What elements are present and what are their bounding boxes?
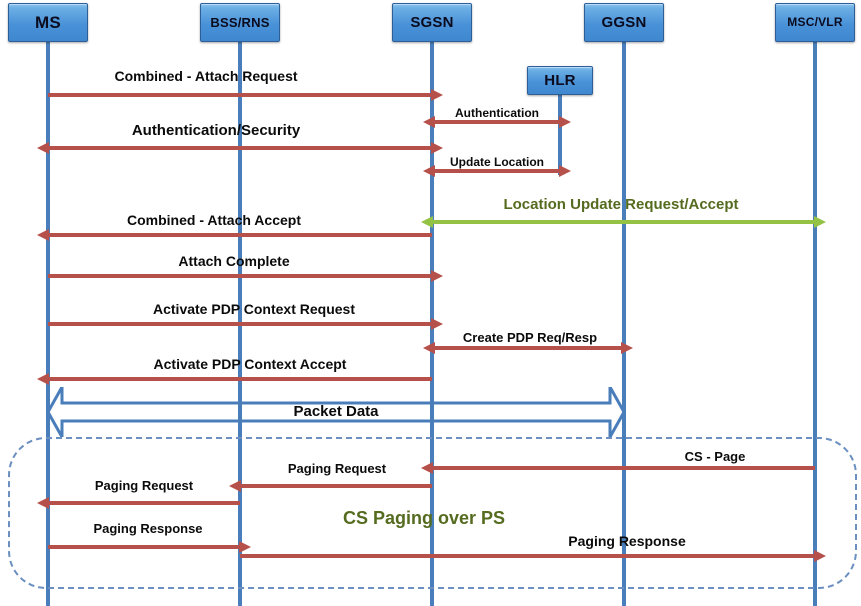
arrowhead-left-icon xyxy=(37,373,49,385)
arrowhead-left-icon xyxy=(423,342,435,354)
packet-data-label: Packet Data xyxy=(293,403,379,420)
message-label-activate-pdp-ctx-accept: Activate PDP Context Accept xyxy=(153,356,347,372)
arrowhead-left-icon xyxy=(37,497,49,509)
arrowhead-right-icon xyxy=(431,270,443,282)
message-label-paging-response-ms-bss: Paging Response xyxy=(93,521,203,536)
node-box-mscvlr[interactable]: MSC/VLR xyxy=(775,3,855,42)
message-label-attach-complete: Attach Complete xyxy=(178,253,290,269)
arrowhead-right-icon xyxy=(431,318,443,330)
lifeline-mscvlr xyxy=(813,42,817,606)
node-label-bssrns: BSS/RNS xyxy=(210,14,270,30)
node-label-mscvlr: MSC/VLR xyxy=(787,15,843,30)
node-box-ggsn[interactable]: GGSN xyxy=(584,3,664,42)
lifeline-hlr xyxy=(558,95,562,175)
packet-data-block-arrow xyxy=(48,387,624,437)
message-arrow-paging-response-ms-bss xyxy=(48,541,251,553)
message-arrow-authentication-security xyxy=(37,142,443,154)
node-label-hlr: HLR xyxy=(544,71,576,89)
lifeline-ggsn xyxy=(622,42,626,606)
arrowhead-left-icon xyxy=(37,142,49,154)
cs-paging-region-label: CS Paging over PS xyxy=(342,508,506,528)
message-arrow-authentication xyxy=(423,116,571,128)
message-arrow-create-pdp-req-resp xyxy=(423,342,633,354)
message-arrow-paging-request-sgsn-bss xyxy=(229,480,432,492)
message-label-paging-request-bss-ms: Paging Request xyxy=(94,478,194,493)
message-label-paging-response-bss-msc: Paging Response xyxy=(568,533,686,549)
message-arrow-cs-page xyxy=(421,462,815,474)
node-label-sgsn: SGSN xyxy=(410,13,454,31)
message-label-authentication-security: Authentication/Security xyxy=(131,122,301,139)
message-label-location-update-req-acc: Location Update Request/Accept xyxy=(503,196,739,213)
arrowhead-left-icon xyxy=(37,229,49,241)
arrowhead-right-icon xyxy=(559,165,571,177)
node-box-ms[interactable]: MS xyxy=(8,3,88,42)
node-label-ggsn: GGSN xyxy=(601,13,647,31)
node-box-sgsn[interactable]: SGSN xyxy=(392,3,472,42)
node-box-bssrns[interactable]: BSS/RNS xyxy=(200,3,280,42)
arrowhead-right-icon xyxy=(431,142,443,154)
message-label-combined-attach-accept: Combined - Attach Accept xyxy=(127,212,301,228)
message-label-authentication: Authentication xyxy=(455,106,539,120)
message-arrow-location-update-req-acc xyxy=(421,216,826,228)
arrowhead-right-icon xyxy=(621,342,633,354)
message-arrow-combined-attach-accept xyxy=(37,229,432,241)
arrowhead-left-icon xyxy=(421,462,433,474)
message-label-paging-request-sgsn-bss: Paging Request xyxy=(287,461,387,476)
message-arrow-paging-response-bss-msc xyxy=(240,550,826,562)
message-label-cs-page: CS - Page xyxy=(684,449,746,464)
arrowhead-right-icon xyxy=(814,216,826,228)
message-arrow-activate-pdp-ctx-accept xyxy=(37,373,432,385)
message-arrow-attach-complete xyxy=(48,270,443,282)
node-box-hlr[interactable]: HLR xyxy=(527,66,593,95)
message-label-combined-attach-request: Combined - Attach Request xyxy=(114,68,298,84)
cs-paging-region-outline xyxy=(8,437,857,589)
arrowhead-right-icon xyxy=(559,116,571,128)
message-label-activate-pdp-ctx-request: Activate PDP Context Request xyxy=(152,301,356,317)
message-label-update-location: Update Location xyxy=(449,155,545,169)
arrowhead-left-icon xyxy=(229,480,241,492)
node-label-ms: MS xyxy=(35,12,61,32)
arrowhead-right-icon xyxy=(239,541,251,553)
message-arrow-paging-request-bss-ms xyxy=(37,497,240,509)
message-arrow-update-location xyxy=(423,165,571,177)
arrowhead-left-icon xyxy=(421,216,433,228)
arrowhead-left-icon xyxy=(423,165,435,177)
message-arrow-combined-attach-request xyxy=(48,89,443,101)
message-label-create-pdp-req-resp: Create PDP Req/Resp xyxy=(462,330,598,345)
arrowhead-right-icon xyxy=(431,89,443,101)
message-arrow-activate-pdp-ctx-request xyxy=(48,318,443,330)
arrowhead-left-icon xyxy=(423,116,435,128)
arrowhead-right-icon xyxy=(814,550,826,562)
